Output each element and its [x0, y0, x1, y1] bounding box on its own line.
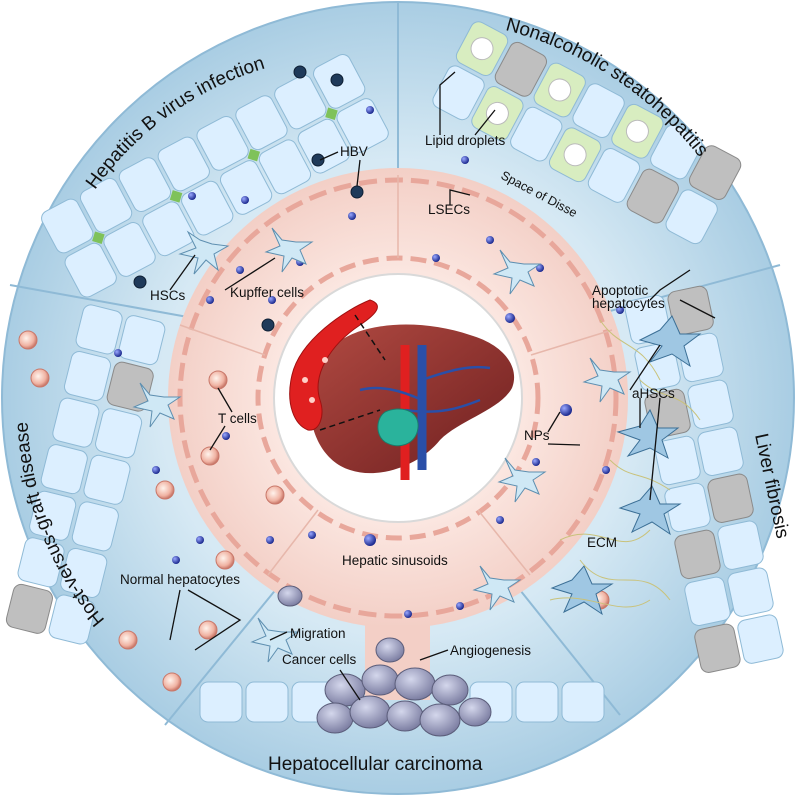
label-hscs: HSCs	[150, 288, 186, 303]
label-hbv: HBV	[340, 144, 368, 159]
hepatocyte-column-fibrosis	[624, 285, 784, 673]
label-ahscs: aHSCs	[632, 386, 675, 401]
label-t-cells: T cells	[218, 411, 257, 426]
label-apoptotic-1: Apoptotic	[592, 283, 649, 298]
label-lsecs: LSECs	[428, 202, 470, 217]
liver-illustration	[289, 299, 515, 480]
ecm-fibers	[549, 319, 701, 608]
hepatocyte-column-hvgd	[5, 304, 166, 645]
segment-title-hcc: Hepatocellular carcinoma	[268, 754, 483, 775]
cancer-cell-cluster	[277, 585, 492, 737]
stellate-cells	[132, 227, 632, 663]
label-nps: NPs	[524, 428, 550, 443]
label-sinusoids: Hepatic sinusoids	[342, 553, 448, 568]
label-cancer: Cancer cells	[282, 652, 357, 667]
hbv-virions	[133, 65, 364, 332]
sinusoid-dividers	[179, 175, 613, 576]
label-lipid: Lipid droplets	[425, 133, 506, 148]
label-normal: Normal hepatocytes	[120, 572, 240, 587]
t-cells	[18, 330, 610, 692]
label-migration: Migration	[290, 626, 346, 641]
leader-lines	[169, 71, 716, 701]
label-ecm: ECM	[587, 535, 617, 550]
label-kupffer: Kupffer cells	[230, 285, 304, 300]
label-apoptotic-2: hepatocytes	[592, 296, 665, 311]
label-angio: Angiogenesis	[450, 643, 531, 658]
